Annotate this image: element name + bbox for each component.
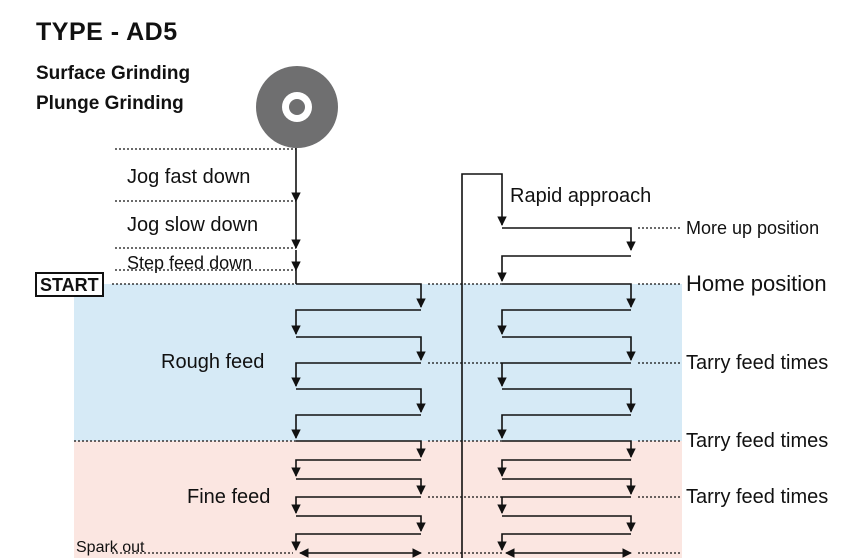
label-home-position: Home position	[686, 271, 827, 296]
label-jog-slow-down: Jog slow down	[127, 214, 259, 236]
left-level-lines	[74, 148, 296, 554]
diagram-title: TYPE - AD5	[36, 18, 178, 46]
right-feed-path	[497, 227, 636, 558]
right-leaders	[638, 227, 682, 554]
label-more-up-position: More up position	[686, 218, 820, 238]
label-tarry-feed-times-3: Tarry feed times	[686, 486, 829, 508]
label-step-feed-down: Step feed down	[127, 253, 253, 273]
subtitle-plunge-grinding: Plunge Grinding	[36, 93, 184, 114]
label-tarry-feed-times-2: Tarry feed times	[686, 430, 829, 452]
label-rough-feed: Rough feed	[161, 351, 265, 373]
label-rapid-approach: Rapid approach	[510, 185, 652, 207]
start-label: START	[35, 272, 104, 297]
left-feed-path	[291, 283, 426, 558]
label-spark-out: Spark out	[76, 539, 145, 556]
label-tarry-feed-times-1: Tarry feed times	[686, 352, 829, 374]
rapid-approach-line	[461, 173, 507, 558]
subtitle-surface-grinding: Surface Grinding	[36, 63, 191, 84]
middle-connectors	[428, 283, 502, 554]
label-fine-feed: Fine feed	[187, 486, 271, 508]
fine-feed-zone	[74, 441, 682, 558]
grinding-wheel-icon	[256, 66, 338, 148]
label-jog-fast-down: Jog fast down	[127, 166, 251, 188]
